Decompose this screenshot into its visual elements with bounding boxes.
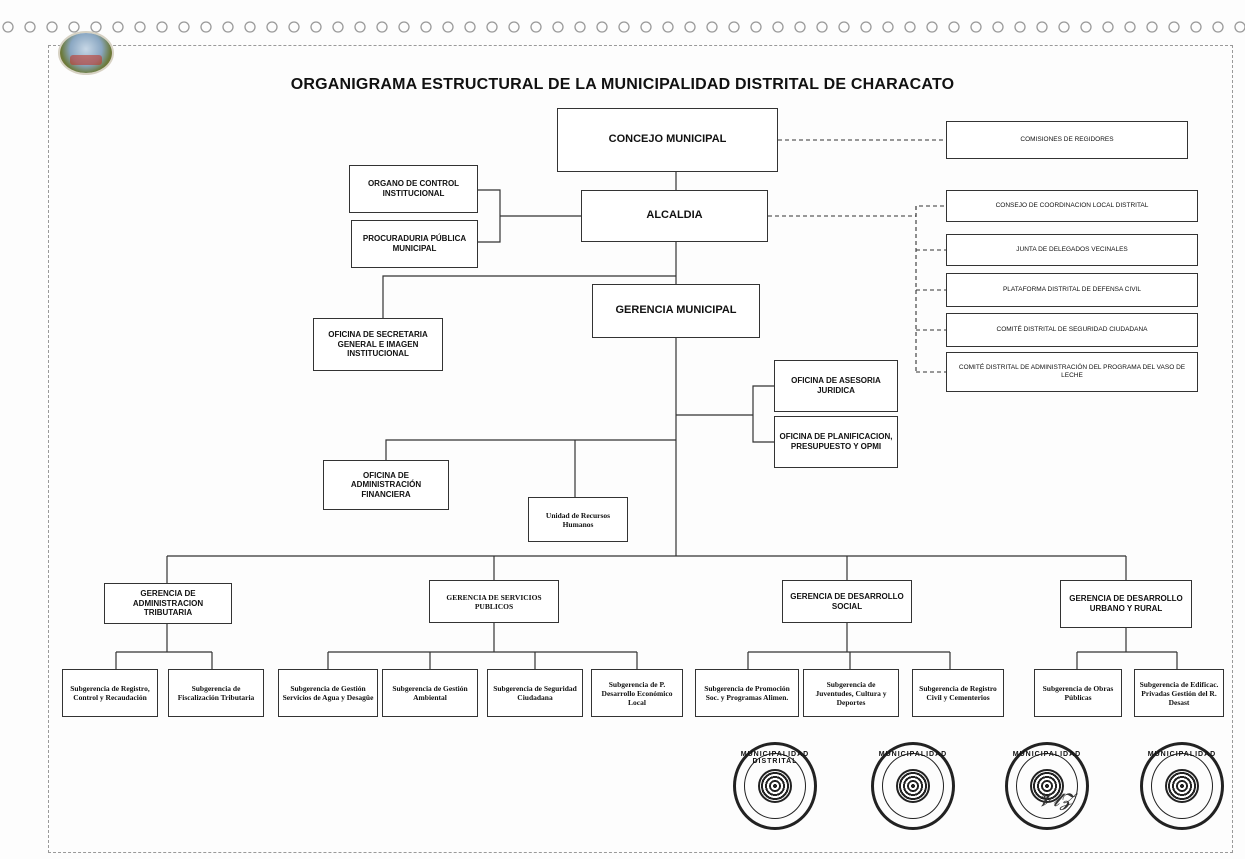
node-comisiones-regidores: COMISIONES DE REGIDORES: [946, 121, 1188, 159]
page-frame: [48, 45, 1233, 853]
node-recursos-humanos: Unidad de Recursos Humanos: [528, 497, 628, 542]
seal-stamp-4: MUNICIPALIDAD: [1140, 742, 1224, 830]
node-gerencia-servicios: GERENCIA DE SERVICIOS PUBLICOS: [429, 580, 559, 623]
seal-stamp-1: MUNICIPALIDAD DISTRITAL: [733, 742, 817, 830]
node-sub-fiscalizacion: Subgerencia de Fiscalización Tributaria: [168, 669, 264, 717]
node-gerencia-urbano: GERENCIA DE DESARROLLO URBANO Y RURAL: [1060, 580, 1192, 628]
node-sub-desarrollo-economico: Subgerencia de P. Desarrollo Económico L…: [591, 669, 683, 717]
seal-stamp-3: MUNICIPALIDAD: [1005, 742, 1089, 830]
node-gerencia-social: GERENCIA DE DESARROLLO SOCIAL: [782, 580, 912, 623]
seal-text-1: MUNICIPALIDAD DISTRITAL: [740, 751, 810, 765]
node-organo-control: ORGANO DE CONTROL INSTITUCIONAL: [349, 165, 478, 213]
node-plataforma-defensa: PLATAFORMA DISTRITAL DE DEFENSA CIVIL: [946, 273, 1198, 307]
node-gerencia-municipal: GERENCIA MUNICIPAL: [592, 284, 760, 338]
node-administracion-financiera: OFICINA DE ADMINISTRACIÓN FINANCIERA: [323, 460, 449, 510]
node-comite-vaso-leche: COMITÉ DISTRITAL DE ADMINISTRACIÓN DEL P…: [946, 352, 1198, 392]
node-sub-ambiental: Subgerencia de Gestión Ambiental: [382, 669, 478, 717]
node-sub-agua-desague: Subgerencia de Gestión Servicios de Agua…: [278, 669, 378, 717]
node-junta-delegados: JUNTA DE DELEGADOS VECINALES: [946, 234, 1198, 266]
seal-text-2: MUNICIPALIDAD: [878, 751, 948, 758]
node-comite-seguridad: COMITÉ DISTRITAL DE SEGURIDAD CIUDADANA: [946, 313, 1198, 347]
node-concejo-municipal: CONCEJO MUNICIPAL: [557, 108, 778, 172]
chart-title: ORGANIGRAMA ESTRUCTURAL DE LA MUNICIPALI…: [290, 76, 955, 93]
seal-stamp-2: MUNICIPALIDAD: [871, 742, 955, 830]
seal-text-3: MUNICIPALIDAD: [1012, 751, 1082, 758]
node-procuraduria: PROCURADURIA PÚBLICA MUNICIPAL: [351, 220, 478, 268]
seal-text-4: MUNICIPALIDAD: [1147, 751, 1217, 758]
node-gerencia-tributaria: GERENCIA DE ADMINISTRACION TRIBUTARIA: [104, 583, 232, 624]
node-sub-promocion-social: Subgerencia de Promoción Soc. y Programa…: [695, 669, 799, 717]
node-sub-seguridad: Subgerencia de Seguridad Ciudadana: [487, 669, 583, 717]
node-asesoria-juridica: OFICINA DE ASESORIA JURIDICA: [774, 360, 898, 412]
node-sub-obras-publicas: Subgerencia de Obras Públicas: [1034, 669, 1122, 717]
binder-rings: [2, 21, 1245, 33]
handwritten-signature: 𝓥𝓵𝓩: [1038, 790, 1073, 810]
node-sub-edificaciones: Subgerencia de Edificac. Privadas Gestió…: [1134, 669, 1224, 717]
node-secretaria-general: OFICINA DE SECRETARIA GENERAL E IMAGEN I…: [313, 318, 443, 371]
municipal-logo: [60, 33, 112, 73]
node-consejo-coordinacion: CONSEJO DE COORDINACION LOCAL DISTRITAL: [946, 190, 1198, 222]
node-sub-registro-control: Subgerencia de Registro, Control y Recau…: [62, 669, 158, 717]
node-sub-registro-civil: Subgerencia de Registro Civil y Cementer…: [912, 669, 1004, 717]
node-alcaldia: ALCALDIA: [581, 190, 768, 242]
node-sub-juventudes: Subgerencia de Juventudes, Cultura y Dep…: [803, 669, 899, 717]
node-planificacion: OFICINA DE PLANIFICACION, PRESUPUESTO Y …: [774, 416, 898, 468]
